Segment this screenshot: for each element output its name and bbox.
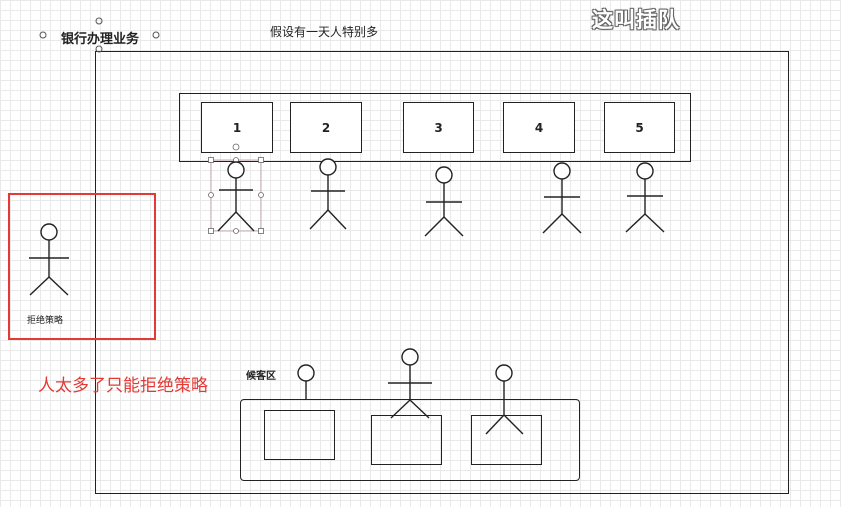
counter-window-3[interactable]: 3 [403, 102, 474, 153]
customer-figure-4[interactable] [542, 162, 582, 234]
customer-figure-3[interactable] [424, 166, 464, 237]
counter-window-5[interactable]: 5 [604, 102, 675, 153]
connection-point [39, 31, 47, 39]
rejection-figure-label: 拒绝策略 [27, 316, 64, 326]
rejection-comment: 人太多了只能拒绝策略 [38, 376, 208, 396]
waiting-seat-3[interactable] [471, 415, 542, 465]
selection-handles[interactable] [208, 143, 264, 234]
queue-jump-caption: 这叫插队 [592, 8, 680, 32]
connection-point [95, 17, 103, 25]
connection-point [152, 31, 160, 39]
counter-window-2[interactable]: 2 [290, 102, 362, 153]
counter-window-1[interactable]: 1 [201, 102, 273, 153]
counter-window-4[interactable]: 4 [503, 102, 575, 153]
service-counter-bar[interactable] [179, 93, 691, 162]
waiting-customer-figure-2[interactable] [388, 348, 432, 419]
diagram-title: 银行办理业务 [61, 32, 140, 47]
customer-figure-2[interactable] [309, 158, 347, 230]
customer-figure-1[interactable] [217, 161, 255, 232]
waiting-customer-figure-1[interactable] [297, 364, 315, 399]
bank-container[interactable] [95, 51, 789, 494]
connection-point [95, 45, 103, 53]
waiting-customer-figure-3[interactable] [485, 364, 524, 435]
rejected-customer-figure[interactable] [29, 223, 69, 296]
scenario-note: 假设有一天人特别多 [270, 25, 379, 39]
waiting-area-label: 候客区 [246, 371, 276, 382]
waiting-seat-2[interactable] [371, 415, 442, 465]
customer-figure-5[interactable] [625, 162, 665, 233]
waiting-seat-1[interactable] [264, 410, 335, 460]
rejection-highlight-box[interactable] [8, 193, 156, 340]
